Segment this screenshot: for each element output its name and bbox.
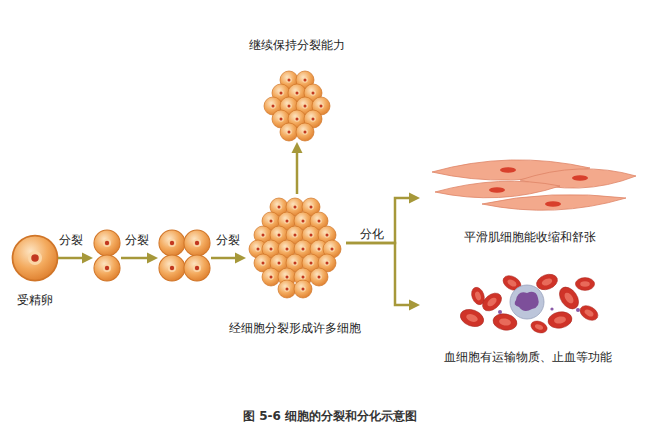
cell-label: 继续保持分裂能力 (249, 37, 345, 53)
flow-arrow (58, 253, 93, 264)
smooth-muscle-cells (432, 160, 636, 210)
four-cell-node (158, 229, 211, 282)
flow-arrow (121, 253, 158, 264)
arrow-line (296, 148, 299, 194)
arrow-head (235, 253, 246, 264)
arrow-head (409, 300, 420, 311)
arrow-head (292, 142, 303, 153)
flow-arrow (346, 243, 420, 311)
dividing-cell-cluster (264, 71, 330, 141)
arrow-line (346, 243, 414, 305)
arrow-head (409, 193, 420, 204)
cell-cluster (249, 198, 341, 298)
arrow-line (346, 198, 414, 243)
two-cell-node (93, 229, 121, 282)
muscle-node: 平滑肌细胞能收缩和舒张 (420, 156, 635, 212)
arrow-head (147, 253, 158, 264)
cell-label: 血细胞有运输物质、止血等功能 (444, 349, 612, 365)
arrow-label: 分裂 (59, 232, 83, 248)
figure-caption: 图 5-6 细胞的分裂和分化示意图 (243, 408, 417, 424)
two-cell-stage (94, 230, 120, 281)
cluster-node: 经细胞分裂形成许多细胞 (246, 194, 346, 294)
arrow-head (82, 253, 93, 264)
cell-label: 平滑肌细胞能收缩和舒张 (464, 229, 596, 245)
arrow-label: 分化 (360, 226, 384, 242)
flow-arrow (292, 142, 303, 194)
cell-label: 受精卵 (17, 292, 53, 308)
four-cell-stage (159, 230, 210, 281)
blood-cells (458, 272, 601, 336)
blood-node: 血细胞有运输物质、止血等功能 (420, 268, 605, 334)
stem-cluster-node: 继续保持分裂能力 (263, 68, 331, 142)
egg-cell (13, 236, 58, 281)
arrow-label: 分裂 (125, 232, 149, 248)
flow-arrow (346, 193, 420, 244)
cell-label: 经细胞分裂形成许多细胞 (229, 320, 361, 336)
flow-arrow (211, 253, 246, 264)
arrow-label: 分裂 (216, 232, 240, 248)
egg-node: 受精卵 (12, 235, 58, 281)
